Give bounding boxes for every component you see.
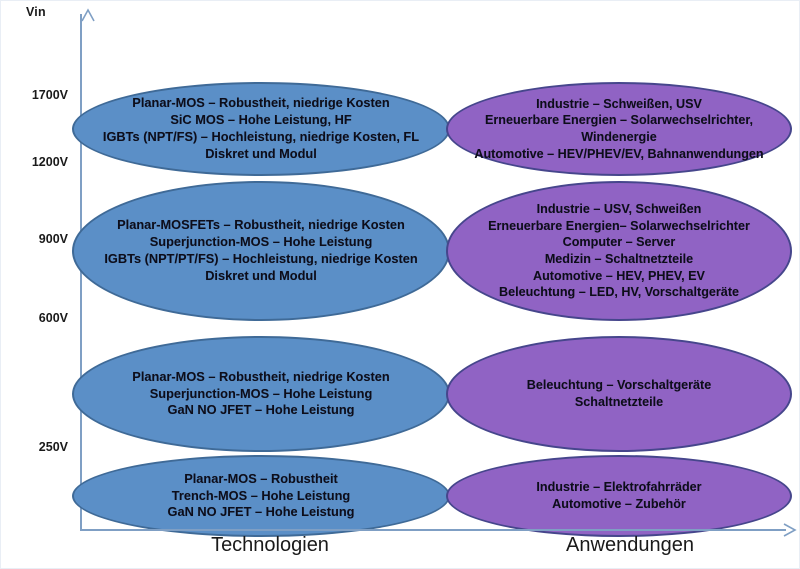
- y-tick-600v: 600V: [38, 311, 68, 325]
- technology-ellipse-row-1-text: Planar-MOS – Robustheit, niedrige Kosten…: [102, 95, 420, 161]
- x-axis-label-anwendungen: Anwendungen: [566, 534, 694, 556]
- technology-ellipse-row-3-text: Planar-MOS – Robustheit, niedrige Kosten…: [132, 368, 390, 418]
- y-tick-1200v: 1200V: [31, 155, 68, 169]
- technology-ellipse-row-1: Planar-MOS – Robustheit, niedrige Kosten…: [72, 82, 450, 176]
- application-ellipse-row-1-text: Industrie – Schweißen, USV Erneuerbare E…: [474, 96, 764, 161]
- application-ellipse-row-2: Industrie – USV, Schweißen Erneuerbare E…: [446, 181, 792, 321]
- x-axis-label-technologien: Technologien: [211, 534, 329, 556]
- application-ellipse-row-2-text: Industrie – USV, Schweißen Erneuerbare E…: [488, 202, 750, 300]
- x-axis-line: [80, 529, 786, 531]
- technology-ellipse-row-2: Planar-MOSFETs – Robustheit, niedrige Ko…: [72, 181, 450, 321]
- y-tick-900v: 900V: [38, 232, 68, 246]
- technology-ellipse-row-4: Planar-MOS – Robustheit Trench-MOS – Hoh…: [72, 455, 450, 537]
- application-ellipse-row-4: Industrie – Elektrofahrräder Automotive …: [446, 455, 792, 537]
- y-tick-1700v: 1700V: [31, 88, 68, 102]
- application-ellipse-row-4-text: Industrie – Elektrofahrräder Automotive …: [536, 480, 702, 511]
- technology-ellipse-row-4-text: Planar-MOS – Robustheit Trench-MOS – Hoh…: [167, 470, 355, 520]
- application-ellipse-row-3: Beleuchtung – Vorschaltgeräte Schaltnetz…: [446, 336, 792, 452]
- application-ellipse-row-1: Industrie – Schweißen, USV Erneuerbare E…: [446, 82, 792, 176]
- y-tick-250v: 250V: [38, 440, 68, 454]
- application-ellipse-row-3-text: Beleuchtung – Vorschaltgeräte Schaltnetz…: [526, 378, 712, 409]
- y-axis-arrow-icon: [74, 8, 95, 22]
- technology-ellipse-row-2-text: Planar-MOSFETs – Robustheit, niedrige Ko…: [104, 217, 418, 283]
- y-axis-title: Vin: [26, 5, 46, 19]
- technology-ellipse-row-3: Planar-MOS – Robustheit, niedrige Kosten…: [72, 336, 450, 452]
